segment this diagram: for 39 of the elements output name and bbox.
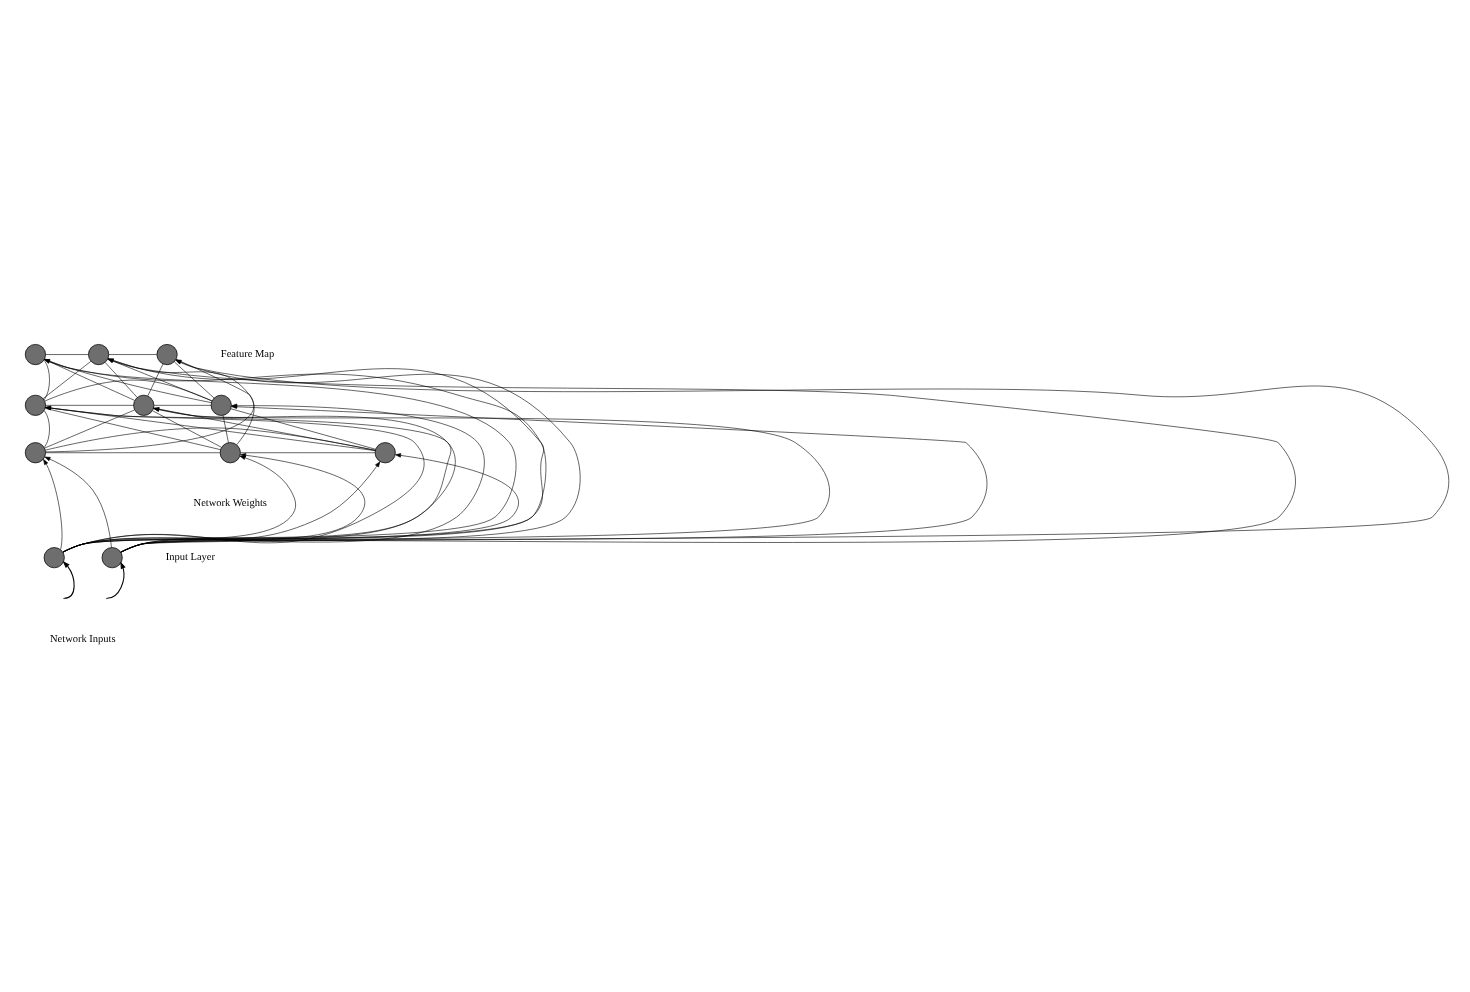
connector bbox=[153, 404, 212, 405]
node-circle bbox=[24, 343, 46, 365]
arrow bbox=[120, 406, 830, 552]
node-circle bbox=[210, 393, 232, 415]
node-circle bbox=[101, 546, 123, 568]
connector bbox=[45, 406, 376, 450]
arrow bbox=[44, 455, 112, 547]
arrow bbox=[43, 458, 63, 549]
connector bbox=[153, 406, 376, 450]
node-circle bbox=[133, 393, 155, 415]
connector bbox=[230, 407, 376, 449]
arrow bbox=[120, 452, 519, 552]
node-circle bbox=[88, 343, 110, 365]
node-circle bbox=[374, 441, 396, 463]
connector bbox=[147, 362, 164, 396]
connector bbox=[152, 409, 222, 447]
connector bbox=[43, 358, 50, 400]
connector bbox=[104, 361, 138, 397]
connector bbox=[44, 358, 135, 400]
connector bbox=[108, 353, 158, 354]
connector bbox=[45, 426, 376, 450]
connector bbox=[45, 353, 89, 354]
arrow bbox=[62, 559, 75, 598]
connector bbox=[44, 409, 50, 447]
node-circle bbox=[43, 546, 65, 568]
connector bbox=[44, 408, 135, 448]
connector bbox=[44, 378, 213, 401]
connector bbox=[42, 360, 92, 398]
connector bbox=[45, 404, 134, 405]
arrow bbox=[62, 460, 381, 552]
connector bbox=[222, 414, 229, 442]
connector bbox=[45, 451, 221, 453]
node-circle bbox=[156, 343, 178, 365]
node-circle bbox=[24, 441, 46, 463]
connector bbox=[45, 407, 221, 449]
node-circle bbox=[219, 441, 241, 463]
connector bbox=[240, 451, 376, 453]
node-circle bbox=[24, 393, 46, 415]
arrow bbox=[106, 560, 126, 598]
